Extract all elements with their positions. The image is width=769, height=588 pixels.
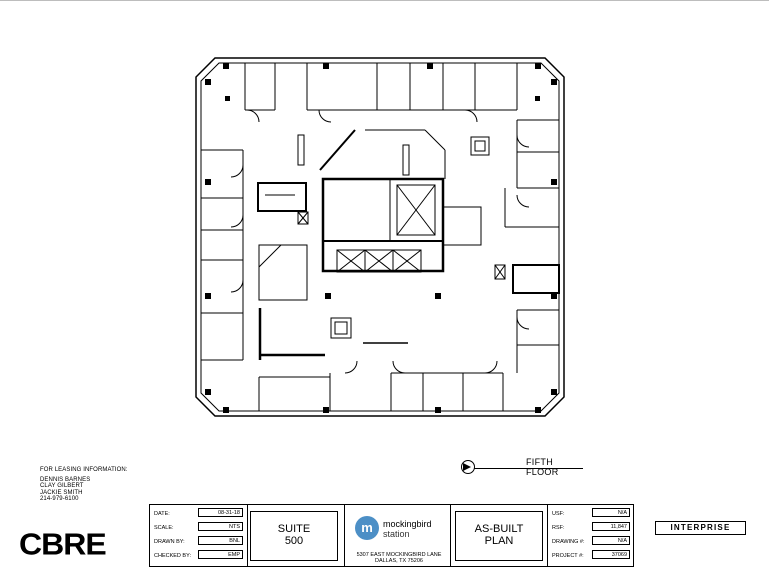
rsf-value: 11,847 xyxy=(592,522,630,531)
address-line-1: 5307 EAST MOCKINGBIRD LANE xyxy=(356,552,442,558)
drawn-by-value: BNL xyxy=(198,536,243,545)
project-label: PROJECT #: xyxy=(552,553,584,559)
checked-by-label: CHECKED BY: xyxy=(154,553,191,559)
logo-name-2: station xyxy=(383,529,410,539)
leasing-contact: CLAY GILBERT xyxy=(40,483,84,490)
rsf-label: RSF: xyxy=(552,525,565,531)
floor-plan-drawing xyxy=(195,57,565,417)
mockingbird-m-icon: m xyxy=(355,516,379,540)
mockingbird-station-logo: m mockingbird station xyxy=(355,514,440,544)
floor-name: FIFTH FLOOR xyxy=(526,457,559,477)
leasing-contact: JACKIE SMITH xyxy=(40,489,83,496)
plan-line-1: AS-BUILT xyxy=(474,523,524,535)
drawn-by-label: DRAWN BY: xyxy=(154,539,185,545)
outer-wall xyxy=(195,57,565,417)
leasing-phone: 214-979-6100 xyxy=(40,496,79,503)
leasing-heading: FOR LEASING INFORMATION: xyxy=(40,467,128,473)
interprise-logo: INTERPRISE xyxy=(655,521,746,535)
scale-value: NTS xyxy=(198,522,243,531)
date-value: 08-31-18 xyxy=(198,508,243,517)
floor-label-underline xyxy=(474,468,583,469)
drawing-value: N/A xyxy=(592,536,630,545)
title-block: DATE: 08-31-18 SCALE: NTS DRAWN BY: BNL … xyxy=(149,504,634,567)
cbre-logo: CBRE xyxy=(19,526,107,562)
logo-name-1: mockingbird xyxy=(383,519,432,529)
plan-line-2: PLAN xyxy=(484,535,514,547)
usf-label: USF: xyxy=(552,511,565,517)
property-address: 5307 EAST MOCKINGBIRD LANE DALLAS, TX 75… xyxy=(354,552,444,564)
suite-line-1: SUITE xyxy=(277,523,311,535)
floor-label: FIFTH FLOOR xyxy=(460,457,585,477)
scale-label: SCALE: xyxy=(154,525,174,531)
suite-box: SUITE 500 xyxy=(250,511,338,561)
suite-line-2: 500 xyxy=(284,535,304,547)
date-label: DATE: xyxy=(154,511,170,517)
project-value: 37069 xyxy=(592,550,630,559)
address-line-2: DALLAS, TX 75206 xyxy=(375,558,423,564)
columns xyxy=(205,63,557,413)
leasing-info: FOR LEASING INFORMATION: DENNIS BARNES C… xyxy=(40,467,128,503)
checked-by-value: EMP xyxy=(198,550,243,559)
leasing-contact: DENNIS BARNES xyxy=(40,476,91,483)
north-arrow-icon xyxy=(461,460,475,474)
drawing-label: DRAWING #: xyxy=(552,539,585,545)
top-border-line xyxy=(0,0,769,1)
inner-wall xyxy=(200,62,560,412)
plan-type-box: AS-BUILT PLAN xyxy=(455,511,543,561)
usf-value: N/A xyxy=(592,508,630,517)
